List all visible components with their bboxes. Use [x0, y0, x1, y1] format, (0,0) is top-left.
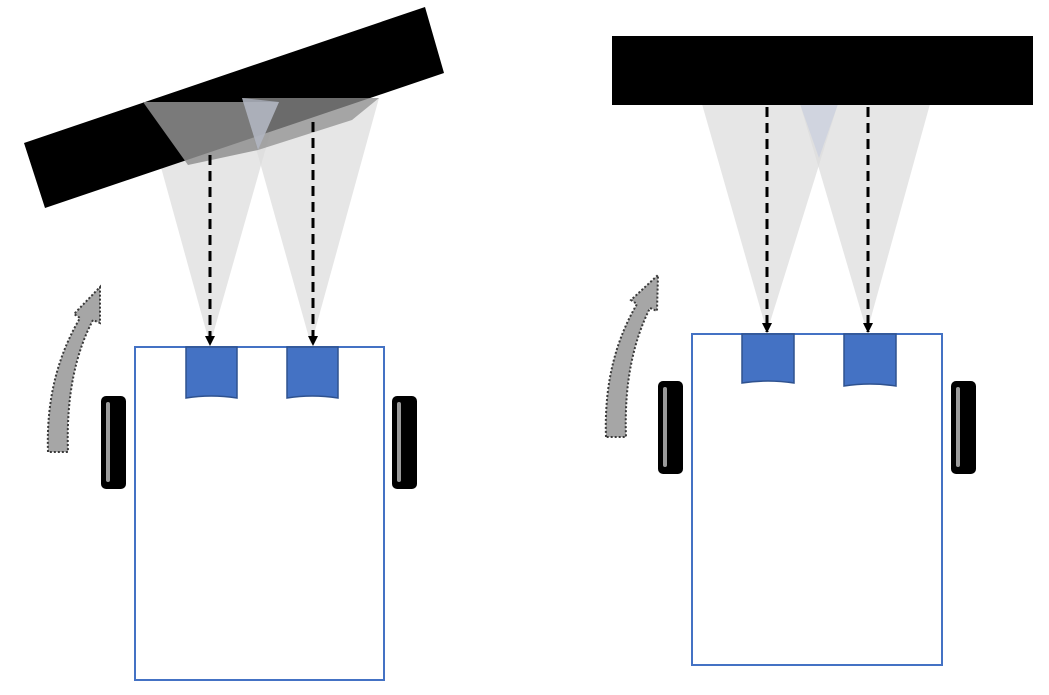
right-wheel-left: [658, 381, 683, 474]
right-beam-cross: [800, 104, 838, 158]
left-curved-arrow-icon: [46, 284, 101, 453]
left-wheel-left: [101, 396, 126, 489]
right-sensor-2: [843, 333, 897, 387]
right-wall: [612, 36, 1033, 105]
left-wheel-right: [392, 396, 417, 489]
right-robot-body: [691, 333, 943, 666]
left-sensor-1: [185, 346, 238, 399]
left-beam-overlay-2: [242, 98, 379, 150]
left-beam-cross: [242, 98, 279, 150]
left-panel: [24, 7, 444, 681]
left-sensor-2: [286, 346, 339, 399]
left-beam-overlay-1: [143, 102, 279, 165]
left-sensor-beam-2: [242, 98, 379, 345]
right-sensor-beam-2: [800, 104, 930, 332]
right-sensor-1: [741, 333, 795, 384]
left-robot-body: [134, 346, 385, 681]
right-sensor-beam-1: [702, 104, 838, 332]
right-curved-arrow-icon: [604, 272, 660, 438]
right-panel: [604, 36, 1033, 666]
right-wheel-right: [951, 381, 976, 474]
